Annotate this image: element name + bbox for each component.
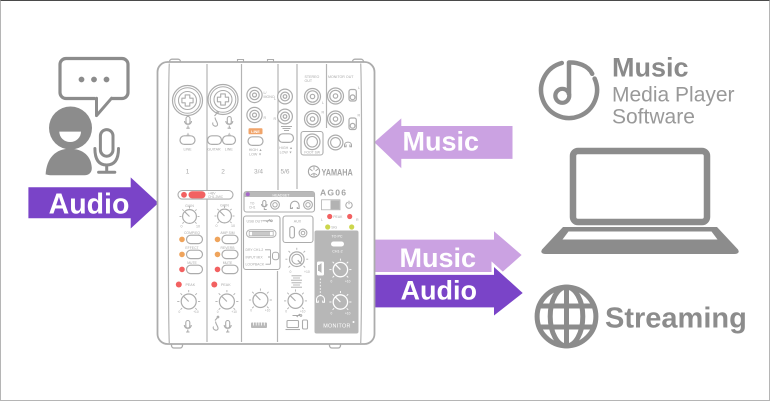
svg-text:CH1-2MIC: CH1-2MIC xyxy=(208,195,224,199)
svg-text:REVERB: REVERB xyxy=(221,246,236,250)
svg-text:3/4: 3/4 xyxy=(254,169,263,176)
svg-text:AMP SIM: AMP SIM xyxy=(220,231,234,235)
svg-text:+10: +10 xyxy=(345,312,351,316)
svg-text:Music: Music xyxy=(400,243,477,273)
svg-text:Media Player: Media Player xyxy=(612,83,735,106)
svg-text:PEAK: PEAK xyxy=(221,283,231,287)
svg-text:MUTE: MUTE xyxy=(223,261,233,265)
svg-text:HEADSET: HEADSET xyxy=(273,193,291,197)
svg-text:LINE: LINE xyxy=(184,148,193,152)
svg-text:MONITOR OUT: MONITOR OUT xyxy=(328,75,354,79)
svg-text:USB OUT: USB OUT xyxy=(247,220,264,224)
svg-text:GAIN: GAIN xyxy=(185,204,194,208)
svg-text:0: 0 xyxy=(331,280,333,284)
svg-text:HIGH ▲: HIGH ▲ xyxy=(279,146,293,150)
svg-text:L: L xyxy=(274,97,276,101)
svg-text:SIG: SIG xyxy=(331,226,337,230)
svg-text:LOW ▼: LOW ▼ xyxy=(249,152,262,156)
svg-text:R: R xyxy=(358,114,361,118)
svg-text:+10: +10 xyxy=(345,280,351,284)
svg-text:MONO: MONO xyxy=(264,95,275,99)
svg-text:GUITAR: GUITAR xyxy=(207,148,221,152)
svg-text:0: 0 xyxy=(285,309,287,313)
svg-text:LOW ▼: LOW ▼ xyxy=(280,150,293,154)
svg-text:INPUT MIX: INPUT MIX xyxy=(246,255,264,259)
svg-text:HIGH ▲: HIGH ▲ xyxy=(249,148,263,152)
svg-text:Streaming: Streaming xyxy=(605,303,747,335)
svg-text:0: 0 xyxy=(331,312,333,316)
svg-text:LINE: LINE xyxy=(225,148,234,152)
svg-text:0: 0 xyxy=(216,224,218,228)
svg-text:GAIN: GAIN xyxy=(220,204,229,208)
svg-text:MUTE: MUTE xyxy=(187,261,197,265)
svg-text:Audio: Audio xyxy=(49,189,130,221)
svg-text:PEAK: PEAK xyxy=(186,283,196,287)
svg-text:+48V: +48V xyxy=(208,191,216,195)
svg-text:OUT: OUT xyxy=(305,79,313,83)
svg-text:+10: +10 xyxy=(231,310,237,314)
svg-text:10: 10 xyxy=(196,225,200,229)
svg-text:CH1: CH1 xyxy=(249,205,256,209)
svg-text:STEREO: STEREO xyxy=(305,75,320,79)
svg-text:COMP/EQ: COMP/EQ xyxy=(184,231,200,235)
svg-text:CH1-2: CH1-2 xyxy=(332,249,342,253)
svg-text:R: R xyxy=(274,117,277,121)
svg-text:AUX: AUX xyxy=(294,220,302,224)
svg-text:+10: +10 xyxy=(304,270,310,274)
svg-text:Music: Music xyxy=(612,53,689,83)
svg-text:+10: +10 xyxy=(265,309,271,313)
svg-text:Audio: Audio xyxy=(401,276,477,306)
svg-text:0: 0 xyxy=(250,309,252,313)
svg-text:MONITOR: MONITOR xyxy=(323,324,350,330)
svg-text:L: L xyxy=(358,86,360,90)
svg-text:L: L xyxy=(322,101,324,105)
svg-text:FOOT SW: FOOT SW xyxy=(304,151,321,155)
svg-text:EFFECT: EFFECT xyxy=(185,246,198,250)
svg-text:DRY CH1-2: DRY CH1-2 xyxy=(246,248,264,252)
svg-text:Software: Software xyxy=(612,105,695,128)
svg-text:L/: L/ xyxy=(264,91,267,95)
svg-text:PEAK: PEAK xyxy=(333,215,343,219)
svg-text:LINE: LINE xyxy=(251,130,260,134)
svg-text:TO: TO xyxy=(250,202,255,206)
svg-text:AG06: AG06 xyxy=(320,187,347,197)
svg-text:2: 2 xyxy=(221,169,225,176)
svg-text:L: L xyxy=(321,218,323,222)
svg-text:+10: +10 xyxy=(300,309,306,313)
svg-text:Music: Music xyxy=(403,127,480,157)
svg-text:1: 1 xyxy=(186,169,190,176)
svg-text:5/6: 5/6 xyxy=(280,169,289,176)
svg-text:R: R xyxy=(264,116,267,120)
svg-text:+10: +10 xyxy=(193,310,199,314)
svg-text:R: R xyxy=(322,111,325,115)
svg-text:0: 0 xyxy=(179,310,181,314)
svg-text:0: 0 xyxy=(290,270,292,274)
svg-text:LOOPBACK: LOOPBACK xyxy=(246,263,265,267)
svg-text:TO PC: TO PC xyxy=(332,234,343,238)
svg-text:0: 0 xyxy=(181,225,183,229)
svg-text:10: 10 xyxy=(231,224,235,228)
svg-text:R: R xyxy=(356,218,359,222)
svg-text:0: 0 xyxy=(217,310,219,314)
svg-text:YAMAHA: YAMAHA xyxy=(322,166,353,177)
